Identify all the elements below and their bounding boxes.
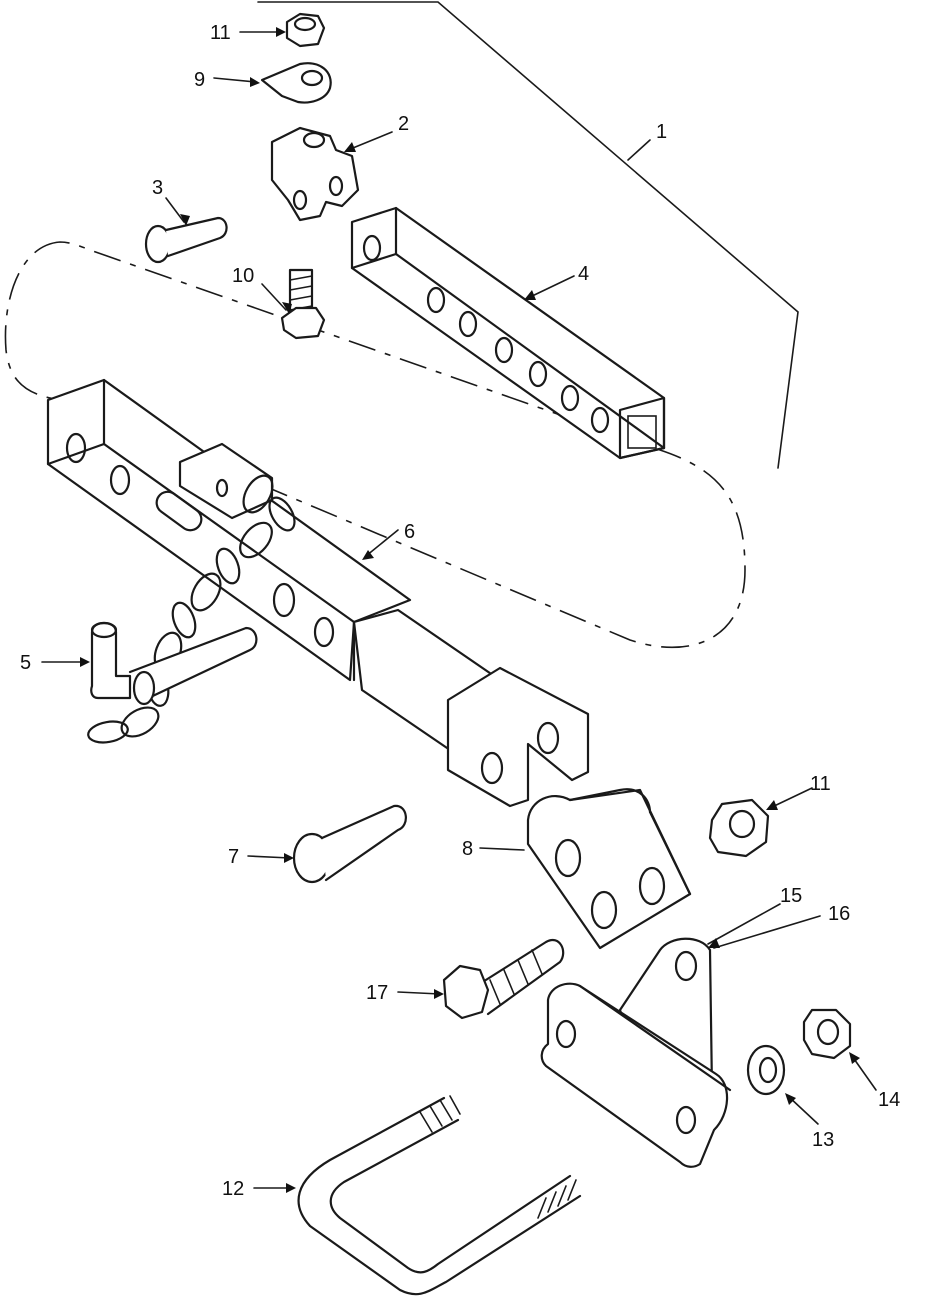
clevis-top	[270, 126, 360, 222]
callout-2: 2	[398, 113, 409, 135]
pin-small	[144, 216, 228, 264]
nut-top	[285, 12, 326, 48]
callout-10: 10	[232, 265, 254, 287]
callout-labels: 11 9 2 1 3 10 4 6 5 11 7 8 15 16 17 14 1…	[20, 22, 900, 1200]
callout-13: 13	[812, 1129, 834, 1151]
callout-6: 6	[404, 521, 415, 543]
callout-4: 4	[578, 263, 589, 285]
nut-lower	[708, 798, 770, 858]
callout-17: 17	[366, 982, 388, 1004]
callout-12: 12	[222, 1178, 244, 1200]
nut-small	[802, 1008, 852, 1060]
callout-11-lower: 11	[810, 773, 831, 795]
assembly-bracket	[257, 1, 799, 469]
u-bolt	[297, 1095, 582, 1296]
swivel-block	[526, 788, 692, 950]
lock-washer	[746, 1044, 786, 1096]
callout-9: 9	[194, 69, 205, 91]
callout-8: 8	[462, 838, 473, 860]
callout-3: 3	[152, 177, 163, 199]
bolt-small	[280, 268, 326, 340]
plate-washer	[260, 62, 332, 104]
callout-15: 15	[780, 885, 802, 907]
main-drawbar	[46, 378, 590, 808]
u-bolt-threads-bottom	[537, 1179, 577, 1219]
callout-5: 5	[20, 652, 31, 674]
assembly-outline	[4, 241, 746, 649]
callout-1: 1	[656, 121, 667, 143]
callout-7: 7	[228, 846, 239, 868]
pin-large	[292, 804, 407, 884]
chain	[87, 474, 296, 744]
square-tube	[350, 206, 666, 460]
callout-14: 14	[878, 1089, 900, 1111]
u-bolt-threads-top	[419, 1095, 461, 1133]
bolt-large	[442, 939, 565, 1020]
bracket-plate	[540, 937, 732, 1168]
callout-16: 16	[828, 903, 850, 925]
leader-lines	[41, 27, 877, 1193]
hitch-pin	[90, 621, 258, 706]
callout-11-top: 11	[210, 22, 231, 44]
